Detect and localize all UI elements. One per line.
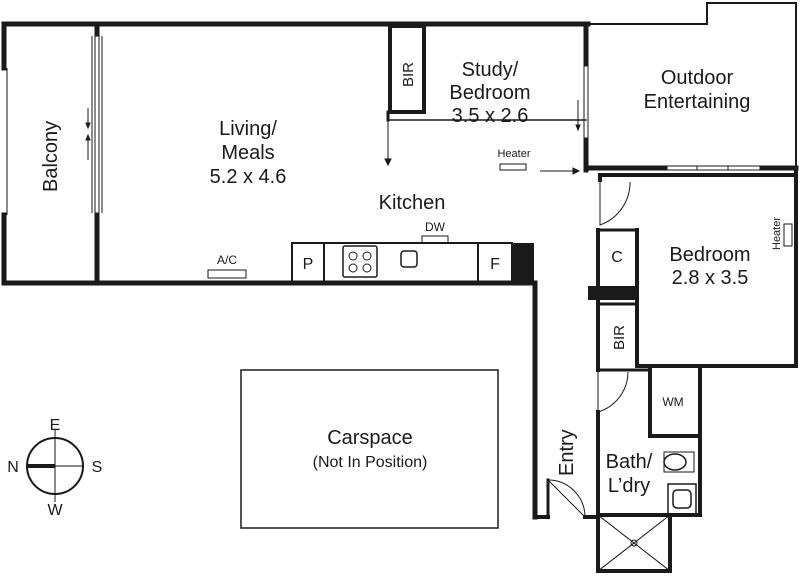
bedroom-bir-label: BIR	[611, 325, 628, 350]
living-dims: 5.2 x 4.6	[210, 166, 287, 188]
carspace-label: Carspace	[327, 427, 413, 449]
study-heater-label: Heater	[497, 148, 530, 160]
study-dims: 3.5 x 2.6	[452, 105, 529, 127]
door-swings	[547, 180, 631, 518]
pantry-label: P	[303, 256, 314, 273]
study-bir-label: BIR	[400, 62, 417, 87]
door-arrows	[85, 100, 581, 175]
sliding-doors	[6, 33, 763, 216]
kitchen-label: Kitchen	[379, 192, 446, 214]
carspace-note: (Not In Position)	[313, 454, 428, 471]
carspace-outline	[240, 369, 499, 529]
compass-north: N	[7, 459, 19, 476]
aircon-label: A/C	[217, 253, 237, 267]
bath-label-line1: Bath/	[606, 451, 653, 473]
kitchen-fixtures	[207, 163, 793, 284]
bedroom-dims: 2.8 x 3.5	[672, 267, 749, 289]
study-label-line2: Bedroom	[449, 82, 530, 104]
compass	[26, 430, 84, 502]
wall-block-bedroom	[588, 286, 638, 300]
dishwasher-label: DW	[425, 220, 446, 234]
outdoor-label-line1: Outdoor	[661, 67, 734, 89]
bath-fixtures	[630, 451, 697, 547]
bedroom-label: Bedroom	[669, 244, 750, 266]
compass-east: E	[50, 417, 61, 434]
bath-label-line2: L’dry	[608, 475, 650, 497]
balcony-label: Balcony	[40, 121, 62, 192]
compass-west: W	[47, 502, 63, 519]
fridge-label: F	[490, 256, 500, 273]
compass-south: S	[92, 459, 103, 476]
living-label-line1: Living/	[219, 118, 277, 140]
study-label-line1: Study/	[462, 59, 519, 81]
living-label-line2: Meals	[221, 142, 274, 164]
cupboard-label: C	[611, 249, 623, 266]
entry-label: Entry	[556, 429, 578, 476]
wall-block-kitchen	[512, 243, 534, 283]
washing-machine-label: WM	[662, 395, 683, 409]
bedroom-heater-label: Heater	[771, 217, 783, 250]
outdoor-label-line2: Entertaining	[644, 91, 751, 113]
